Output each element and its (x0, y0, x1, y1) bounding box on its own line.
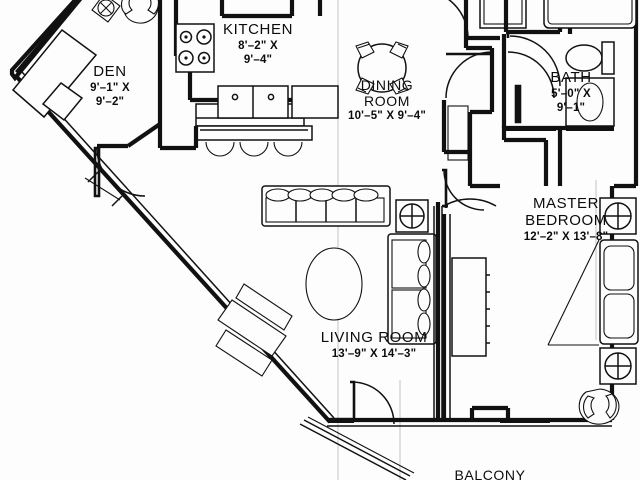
partition-walls (317, 0, 443, 420)
den-area (11, 0, 163, 198)
bath-area (501, 0, 637, 186)
master-bedroom-area (441, 197, 639, 425)
entry-hall-closets (441, 0, 555, 211)
dining-room-area (355, 0, 500, 95)
centerlines (337, 0, 597, 480)
kitchen-area (157, 0, 339, 157)
living-room-area (215, 185, 437, 425)
